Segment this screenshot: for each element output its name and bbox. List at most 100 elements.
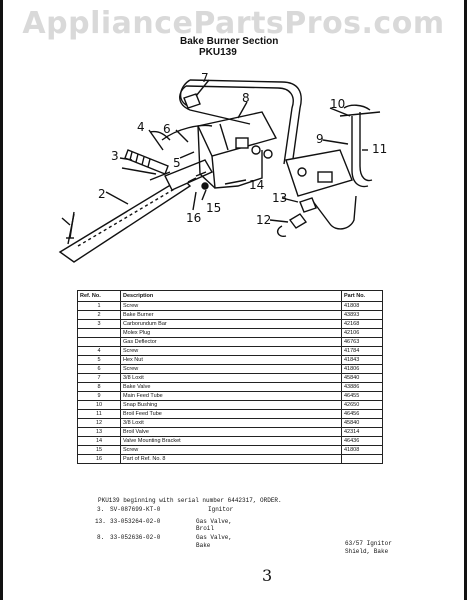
ref-cell: 16 xyxy=(77,454,121,464)
ref-cell: 12 xyxy=(77,418,121,428)
part-number-cell: 41808 xyxy=(341,301,383,311)
callout-12: 12 xyxy=(256,213,271,227)
description-cell: Valve Mounting Bracket xyxy=(120,436,342,446)
description-cell: Snap Bushing xyxy=(120,400,342,410)
model-number: PKU139 xyxy=(199,47,237,58)
note-desc: Gas Valve, xyxy=(196,518,233,525)
callout-8: 8 xyxy=(242,91,250,105)
callout-3: 3 xyxy=(111,149,119,163)
ref-cell: 15 xyxy=(77,445,121,455)
note-code: 33-052636-02-0 xyxy=(110,534,161,541)
ref-cell: 11 xyxy=(77,409,121,419)
note-desc-2: Bake xyxy=(196,542,211,549)
column-header-part: Part No. xyxy=(341,290,383,302)
page-number: 3 xyxy=(262,566,273,585)
part-number-cell xyxy=(341,454,383,464)
part-number-cell: 46456 xyxy=(341,409,383,419)
ignitor-note: 63/57 Ignitor xyxy=(345,540,392,547)
description-cell: Bake Valve xyxy=(120,382,342,392)
ref-cell: 4 xyxy=(77,346,121,356)
part-number-cell: 46763 xyxy=(341,337,383,347)
ref-cell: 9 xyxy=(77,391,121,401)
ref-cell: 7 xyxy=(77,373,121,383)
part-number-cell: 45840 xyxy=(341,373,383,383)
part-number-cell: 42314 xyxy=(341,427,383,437)
part-number-cell: 41806 xyxy=(341,364,383,374)
callout-4: 4 xyxy=(137,120,145,134)
callout-13: 13 xyxy=(272,191,287,205)
ref-cell: 2 xyxy=(77,310,121,320)
part-number-cell: 41843 xyxy=(341,355,383,365)
description-cell: Molex Plug xyxy=(120,328,342,338)
note-code: SV-087699-KT-0 xyxy=(110,506,161,513)
description-cell: Hex Nut xyxy=(120,355,342,365)
callout-16: 16 xyxy=(186,211,201,225)
description-cell: 3/8 Loxit xyxy=(120,373,342,383)
ignitor-note-2: Shield, Bake xyxy=(345,548,389,555)
diagram-linework xyxy=(58,79,381,263)
description-cell: Screw xyxy=(120,346,342,356)
exploded-parts-diagram: 7 8 10 9 11 4 6 3 5 2 14 15 16 13 12 xyxy=(58,71,387,263)
ref-cell: 8 xyxy=(77,382,121,392)
ref-cell: 13 xyxy=(77,427,121,437)
part-number-cell: 42106 xyxy=(341,328,383,338)
part-number-cell: 43886 xyxy=(341,382,383,392)
note-code: 33-053264-02-0 xyxy=(110,518,161,525)
watermark: AppliancePartsPros.com xyxy=(22,6,445,41)
part-number-cell: 41784 xyxy=(341,346,383,356)
callout-numbers: 7 8 10 9 11 4 6 3 5 2 14 15 16 13 12 xyxy=(98,71,387,227)
diagram-title: Bake Burner Section xyxy=(180,36,279,47)
callout-15: 15 xyxy=(206,201,221,215)
column-header-description: Description xyxy=(120,290,342,302)
description-cell: Screw xyxy=(120,301,342,311)
ref-cell: 5 xyxy=(77,355,121,365)
part-number-cell: 42168 xyxy=(341,319,383,329)
description-cell: Broil Feed Tube xyxy=(120,409,342,419)
note-desc-2: Broil xyxy=(196,525,215,532)
description-cell: Part of Ref. No. 8 xyxy=(120,454,342,464)
note-ref: 8. xyxy=(97,534,105,541)
note-ref: 3. xyxy=(97,506,105,513)
description-cell: Main Feed Tube xyxy=(120,391,342,401)
description-cell: Bake Burner xyxy=(120,310,342,320)
callout-11: 11 xyxy=(372,142,387,156)
note-desc: Gas Valve, xyxy=(196,534,233,541)
description-cell: 3/8 Loxit xyxy=(120,418,342,428)
ref-cell: 1 xyxy=(77,301,121,311)
ref-cell: 6 xyxy=(77,364,121,374)
callout-5: 5 xyxy=(173,156,181,170)
ref-cell: 14 xyxy=(77,436,121,446)
part-number-cell: 46455 xyxy=(341,391,383,401)
note-ref: 13. xyxy=(95,518,106,525)
column-header-ref: Ref. No. xyxy=(77,290,121,302)
callout-9: 9 xyxy=(316,132,324,146)
serial-note: PKU139 beginning with serial number 6442… xyxy=(98,497,282,504)
callout-7: 7 xyxy=(201,71,209,85)
description-cell: Broil Valve xyxy=(120,427,342,437)
ref-cell xyxy=(77,328,121,338)
part-number-cell: 43893 xyxy=(341,310,383,320)
callout-14: 14 xyxy=(249,178,264,192)
ref-cell: 3 xyxy=(77,319,121,329)
part-number-cell: 45840 xyxy=(341,418,383,428)
callout-2: 2 xyxy=(98,187,106,201)
description-cell: Screw xyxy=(120,445,342,455)
description-cell: Screw xyxy=(120,364,342,374)
